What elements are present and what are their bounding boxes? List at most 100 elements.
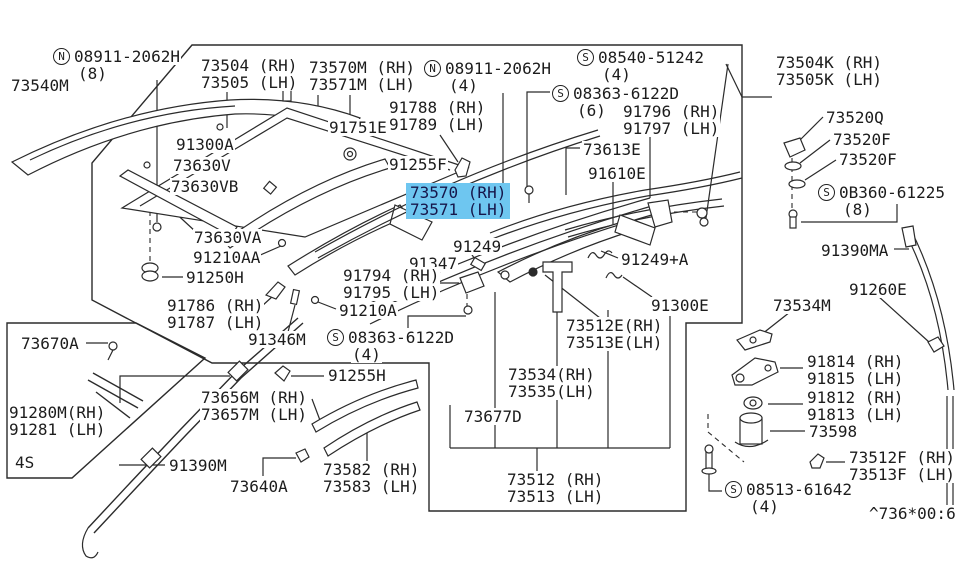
label-91751E[interactable]: 91751E bbox=[328, 119, 388, 136]
label-91610E[interactable]: 91610E bbox=[587, 165, 647, 182]
label-91250H-text: 91250H bbox=[185, 268, 245, 287]
label-0B360-61225-qty: (8) bbox=[842, 200, 873, 219]
label-91249-A-row: 91249+A bbox=[620, 250, 690, 269]
label-73630VA-row: 73630VA bbox=[193, 229, 263, 246]
label-73582-73583-text: 73582 (RH) 73583 (LH) bbox=[322, 460, 421, 496]
part-sketch-roof-rail bbox=[10, 98, 361, 176]
label-73582-73583[interactable]: 73582 (RH) 73583 (LH) bbox=[322, 460, 421, 496]
label-91255F[interactable]: 91255F bbox=[388, 156, 448, 173]
label-91796-91797[interactable]: 91796 (RH) 91797 (LH) bbox=[622, 102, 721, 138]
label-73677D[interactable]: 73677D bbox=[463, 408, 523, 425]
label-91210A-row: 91210A bbox=[338, 302, 398, 319]
label-91346M-row: 91346M bbox=[247, 331, 307, 348]
label-08540-51242-text: 08540-51242 bbox=[597, 48, 705, 67]
label-73520F-1[interactable]: 73520F bbox=[832, 131, 892, 148]
label-91249-A-text: 91249+A bbox=[620, 250, 690, 269]
label-91210AA[interactable]: 91210AA bbox=[192, 249, 262, 266]
label-73598[interactable]: 73598 bbox=[808, 423, 859, 440]
label-73520Q[interactable]: 73520Q bbox=[825, 109, 885, 126]
label-91300A-text: 91300A bbox=[175, 135, 235, 154]
label-73512E-73513E-text: 73512E(RH) 73513E(LH) bbox=[565, 316, 664, 352]
label-73520F-2[interactable]: 73520F bbox=[838, 151, 898, 168]
label-91255F-row: 91255F bbox=[388, 156, 448, 173]
label-plate-code[interactable]: ^736*00:6 bbox=[868, 505, 957, 522]
label-73656M-73657M[interactable]: 73656M (RH) 73657M (LH) bbox=[200, 389, 308, 423]
label-73630VB-text: 73630VB bbox=[170, 177, 240, 196]
label-73630VA[interactable]: 73630VA bbox=[193, 229, 263, 246]
label-91812-91813[interactable]: 91812 (RH) 91813 (LH) bbox=[806, 389, 905, 423]
label-08513-61642-qty: (4) bbox=[749, 497, 780, 516]
label-08911-2062H-4-qty: (4) bbox=[448, 76, 479, 95]
label-73630V-row: 73630V bbox=[172, 157, 232, 174]
label-73630V[interactable]: 73630V bbox=[172, 157, 232, 174]
label-73670A[interactable]: 73670A bbox=[20, 335, 80, 352]
label-73504-73505[interactable]: 73504 (RH) 73505 (LH) bbox=[200, 57, 299, 91]
label-73613E[interactable]: 73613E bbox=[582, 141, 642, 158]
label-73534-73535-row: 73534(RH) 73535(LH) bbox=[507, 366, 596, 400]
label-91250H[interactable]: 91250H bbox=[185, 269, 245, 286]
label-91390MA[interactable]: 91390MA bbox=[820, 242, 890, 259]
label-08363-6122D-4-text: 08363-6122D bbox=[347, 328, 455, 347]
label-08540-51242-qty: (4) bbox=[601, 65, 632, 84]
label-73540M-text: 73540M bbox=[10, 76, 70, 95]
label-91210A-text: 91210A bbox=[338, 301, 398, 320]
label-73677D-row: 73677D bbox=[463, 408, 523, 425]
label-91300E[interactable]: 91300E bbox=[650, 297, 710, 314]
label-91255H-row: 91255H bbox=[327, 367, 387, 384]
label-91814-91815[interactable]: 91814 (RH) 91815 (LH) bbox=[806, 353, 905, 387]
label-91260E[interactable]: 91260E bbox=[848, 281, 908, 298]
label-91796-91797-text: 91796 (RH) 91797 (LH) bbox=[622, 102, 721, 138]
circled-s-icon: S bbox=[725, 481, 742, 498]
label-73640A-row: 73640A bbox=[229, 478, 289, 495]
label-73640A[interactable]: 73640A bbox=[229, 478, 289, 495]
label-73534M[interactable]: 73534M bbox=[772, 297, 832, 314]
label-91788-91789[interactable]: 91788 (RH) 91789 (LH) bbox=[388, 99, 487, 133]
label-73520F-2-text: 73520F bbox=[838, 150, 898, 169]
label-91390M[interactable]: 91390M bbox=[168, 457, 228, 474]
label-91249-A[interactable]: 91249+A bbox=[620, 250, 690, 269]
label-73613E-row: 73613E bbox=[582, 141, 642, 158]
label-91210A[interactable]: 91210A bbox=[338, 302, 398, 319]
label-73613E-text: 73613E bbox=[582, 140, 642, 159]
label-91249[interactable]: 91249 bbox=[452, 238, 503, 255]
label-73630VB[interactable]: 73630VB bbox=[170, 177, 240, 196]
label-91390MA-row: 91390MA bbox=[820, 242, 890, 259]
label-73570M-73571M[interactable]: 73570M (RH) 73571M (LH) bbox=[308, 59, 416, 93]
label-73512-73513[interactable]: 73512 (RH) 73513 (LH) bbox=[506, 470, 605, 506]
label-73570-73571[interactable]: 73570 (RH) 73571 (LH) bbox=[406, 183, 511, 219]
label-91346M[interactable]: 91346M bbox=[247, 331, 307, 348]
label-91794-91795[interactable]: 91794 (RH) 91795 (LH) bbox=[342, 267, 441, 301]
label-73534M-row: 73534M bbox=[772, 297, 832, 314]
label-91300A[interactable]: 91300A bbox=[175, 136, 235, 153]
label-91751E-text: 91751E bbox=[328, 118, 388, 137]
label-73504K-73505K[interactable]: 73504K (RH) 73505K (LH) bbox=[775, 54, 883, 88]
label-91610E-row: 91610E bbox=[587, 165, 647, 182]
label-73534-73535[interactable]: 73534(RH) 73535(LH) bbox=[507, 366, 596, 400]
label-73630VB-row: 73630VB bbox=[170, 177, 240, 196]
label-73520Q-row: 73520Q bbox=[825, 109, 885, 126]
label-91255H[interactable]: 91255H bbox=[327, 367, 387, 384]
label-73540M[interactable]: 73540M bbox=[10, 77, 70, 94]
label-08911-2062H-4-text: 08911-2062H bbox=[444, 59, 552, 78]
label-73512E-73513E[interactable]: 73512E(RH) 73513E(LH) bbox=[565, 316, 664, 352]
label-73512F-73513F[interactable]: 73512F (RH) 73513F (LH) bbox=[848, 449, 956, 483]
label-73512-73513-text: 73512 (RH) 73513 (LH) bbox=[506, 470, 605, 506]
label-91210AA-row: 91210AA bbox=[192, 249, 262, 266]
label-73640A-text: 73640A bbox=[229, 477, 289, 496]
label-91786-91787[interactable]: 91786 (RH) 91787 (LH) bbox=[166, 297, 265, 331]
label-73670A-text: 73670A bbox=[20, 334, 80, 353]
label-91255H-text: 91255H bbox=[327, 366, 387, 385]
label-91280M-91281[interactable]: 91280M(RH) 91281 (LH) bbox=[8, 404, 107, 438]
label-4S[interactable]: 4S bbox=[14, 454, 36, 471]
label-73520F-1-row: 73520F bbox=[832, 131, 892, 148]
label-91255F-text: 91255F bbox=[388, 155, 448, 174]
